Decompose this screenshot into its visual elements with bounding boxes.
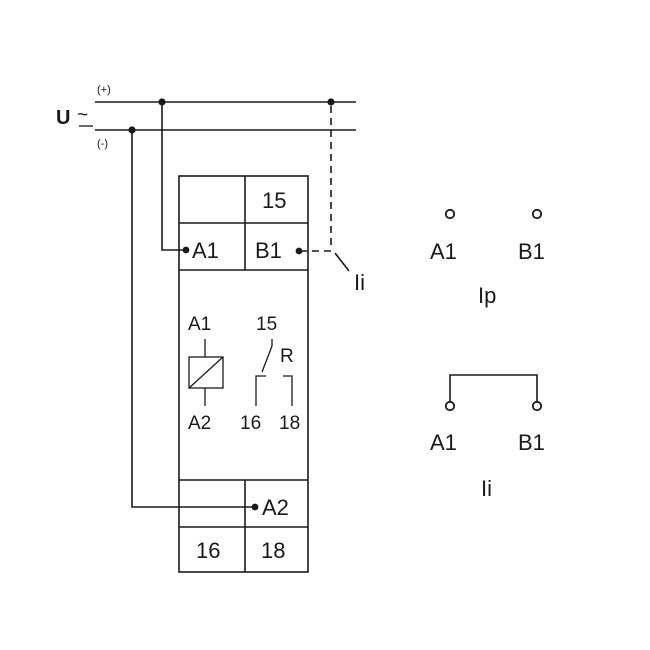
ii-terminal-b1 bbox=[531, 400, 543, 412]
ii-label-b1: B1 bbox=[518, 430, 545, 455]
contact-label-16: 16 bbox=[240, 413, 261, 434]
minus-label: (-) bbox=[97, 138, 108, 150]
switch-label: Ii bbox=[354, 270, 365, 295]
terminal-dot-b1 bbox=[295, 247, 303, 255]
contact-label-15: 15 bbox=[256, 314, 277, 335]
terminal-dot-a2 bbox=[251, 503, 259, 511]
terminal-a1: A1 bbox=[192, 238, 219, 263]
terminal-18: 18 bbox=[261, 538, 285, 563]
ip-caption: Ip bbox=[478, 283, 496, 308]
ii-label-a1: A1 bbox=[430, 430, 457, 455]
contact-nc-lead bbox=[255, 375, 266, 406]
terminal-15: 15 bbox=[262, 188, 286, 213]
ip-label-b1: B1 bbox=[518, 239, 545, 264]
contact-label-r: R bbox=[280, 346, 294, 367]
terminal-dot-a1 bbox=[182, 246, 190, 254]
switch-blade bbox=[334, 252, 350, 272]
coil-diagonal bbox=[188, 356, 224, 389]
contact-blade bbox=[261, 345, 273, 373]
contact-label-18: 18 bbox=[279, 413, 300, 434]
coil-label-a2: A2 bbox=[188, 413, 211, 434]
ip-terminal-a1 bbox=[444, 208, 456, 220]
terminal-16: 16 bbox=[196, 538, 220, 563]
ii-bridge bbox=[449, 374, 538, 402]
wire-minus-to-a2 bbox=[131, 130, 255, 508]
device-body bbox=[178, 175, 309, 573]
plus-label: (+) bbox=[97, 84, 111, 96]
ii-terminal-a1 bbox=[444, 400, 456, 412]
coil-label-a1: A1 bbox=[188, 314, 211, 335]
terminal-b1: B1 bbox=[255, 238, 282, 263]
junction-dot-plus-b1 bbox=[327, 98, 335, 106]
contact-no-lead bbox=[283, 375, 293, 406]
terminal-a2: A2 bbox=[262, 495, 289, 520]
ii-caption: Ii bbox=[481, 476, 492, 501]
voltage-label: U bbox=[56, 107, 70, 129]
coil-box bbox=[188, 356, 224, 389]
ip-terminal-b1 bbox=[531, 208, 543, 220]
wire-plus-to-a1 bbox=[161, 102, 186, 251]
ac-tilde: ~ bbox=[77, 105, 88, 126]
ip-label-a1: A1 bbox=[430, 239, 457, 264]
